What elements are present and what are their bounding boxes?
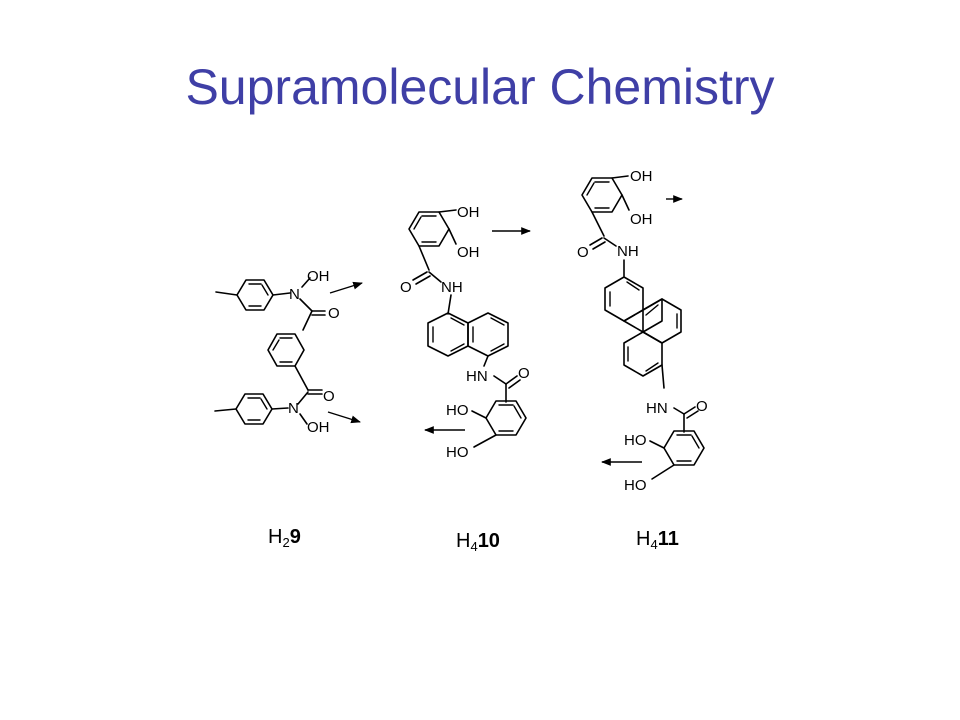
compound-h4-10: OH OH O NH HN O	[400, 204, 531, 461]
central-benzene-ring	[267, 333, 305, 367]
catechol-ring-top	[581, 177, 623, 213]
atom-o1: O	[577, 244, 589, 261]
arrow-right-lower	[327, 411, 361, 424]
anthracene-core	[604, 276, 682, 377]
atom-ho2: HO	[624, 477, 647, 494]
atom-n2: N	[288, 400, 299, 417]
atom-oh1: OH	[630, 168, 653, 185]
tolyl-ring-upper	[215, 279, 291, 311]
atom-o1: O	[400, 279, 412, 296]
atom-o2: O	[696, 398, 708, 415]
arrow-right-upper	[329, 281, 363, 294]
atom-oh1: OH	[457, 204, 480, 221]
atom-o2: O	[518, 365, 530, 382]
atom-o2: O	[323, 388, 335, 405]
atom-oh1: OH	[307, 268, 330, 285]
atom-oh2: OH	[457, 244, 480, 261]
atom-nh1: NH	[441, 279, 463, 296]
atom-oh2: OH	[630, 211, 653, 228]
atom-oh2: OH	[307, 419, 330, 436]
naphthalene-core	[427, 312, 509, 357]
atom-ho1: HO	[624, 432, 647, 449]
atom-n1: N	[289, 286, 300, 303]
compound-label-h4-10: H410	[456, 530, 500, 554]
atom-nh1: NH	[617, 243, 639, 260]
catechol-ring-bottom	[485, 400, 527, 436]
compound-label-h2-9: H29	[268, 526, 301, 550]
atom-o1: O	[328, 305, 340, 322]
catechol-ring-bottom	[663, 430, 705, 466]
atom-ho2: HO	[446, 444, 469, 461]
atom-ho1: HO	[446, 402, 469, 419]
compound-label-h4-11: H411	[636, 528, 679, 552]
compound-h4-11: OH OH O NH HN O	[577, 168, 708, 494]
compound-h2-9: N OH O O N OH	[214, 268, 363, 436]
atom-hn2: HN	[646, 400, 668, 417]
catechol-ring-top	[408, 211, 450, 247]
tolyl-ring-lower	[214, 393, 289, 425]
slide-title: Supramolecular Chemistry	[185, 59, 775, 115]
atom-hn2: HN	[466, 368, 488, 385]
